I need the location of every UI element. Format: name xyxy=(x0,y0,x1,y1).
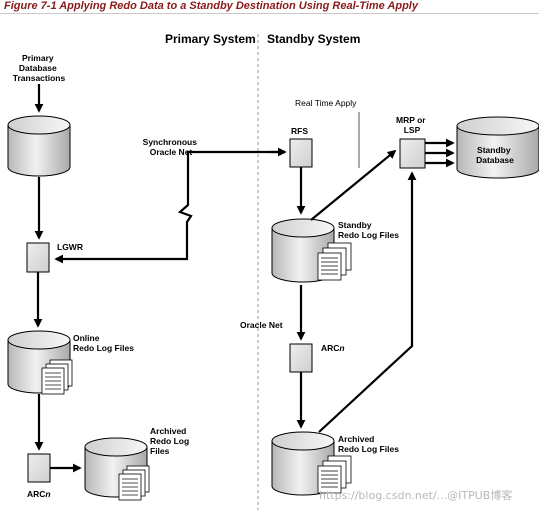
online-redo-log-files xyxy=(7,330,73,395)
standby-database xyxy=(456,116,539,179)
standby-redo-log-files xyxy=(271,218,352,283)
primary-database xyxy=(7,115,71,177)
archived-standby-label: Archived Redo Log Files xyxy=(338,434,399,454)
oracle-net-label: Oracle Net xyxy=(240,320,283,330)
mrp-lsp-process-box xyxy=(399,138,426,169)
archived-primary-label: Archived Redo Log Files xyxy=(150,426,192,456)
standby-redo-label: Standby Redo Log Files xyxy=(338,220,399,240)
standby-system-header: Standby System xyxy=(267,32,360,46)
archived-redo-primary xyxy=(84,437,150,501)
arcn-standby-label: ARCn xyxy=(321,343,345,353)
lgwr-process-box xyxy=(26,242,50,273)
online-logs-document-icon xyxy=(41,359,73,395)
archived-primary-document-icon xyxy=(118,465,150,501)
archived-redo-standby xyxy=(271,431,352,496)
primary-transactions-label: Primary Database Transactions xyxy=(13,53,66,83)
caption-rule xyxy=(0,13,539,14)
primary-system-header: Primary System xyxy=(165,32,256,46)
figure-caption: Figure 7-1 Applying Redo Data to a Stand… xyxy=(4,0,418,12)
watermark-text: https://blog.csdn.net/...@ITPUB博客 xyxy=(319,488,512,502)
rfs-process-box xyxy=(289,138,313,168)
standby-logs-document-icon xyxy=(317,242,352,281)
mrp-lsp-label: MRP or LSP xyxy=(396,115,428,135)
arcn-primary-label: ARCn xyxy=(27,489,51,499)
standby-database-label: Standby Database xyxy=(476,145,514,165)
arrow-standby-logs-to-mrp xyxy=(310,149,397,221)
rfs-label: RFS xyxy=(291,126,308,136)
sync-oracle-net-label: Synchronous Oracle Net xyxy=(143,137,200,157)
lgwr-label: LGWR xyxy=(57,242,83,252)
real-time-apply-label: Real Time Apply xyxy=(295,98,357,108)
sync-redo-transport-path xyxy=(54,150,285,264)
archived-standby-document-icon xyxy=(317,455,352,494)
online-redo-label: Online Redo Log Files xyxy=(73,333,134,353)
arcn-primary-box xyxy=(27,453,51,483)
arcn-standby-box xyxy=(289,343,313,373)
arrow-archived-to-mrp xyxy=(318,171,417,433)
